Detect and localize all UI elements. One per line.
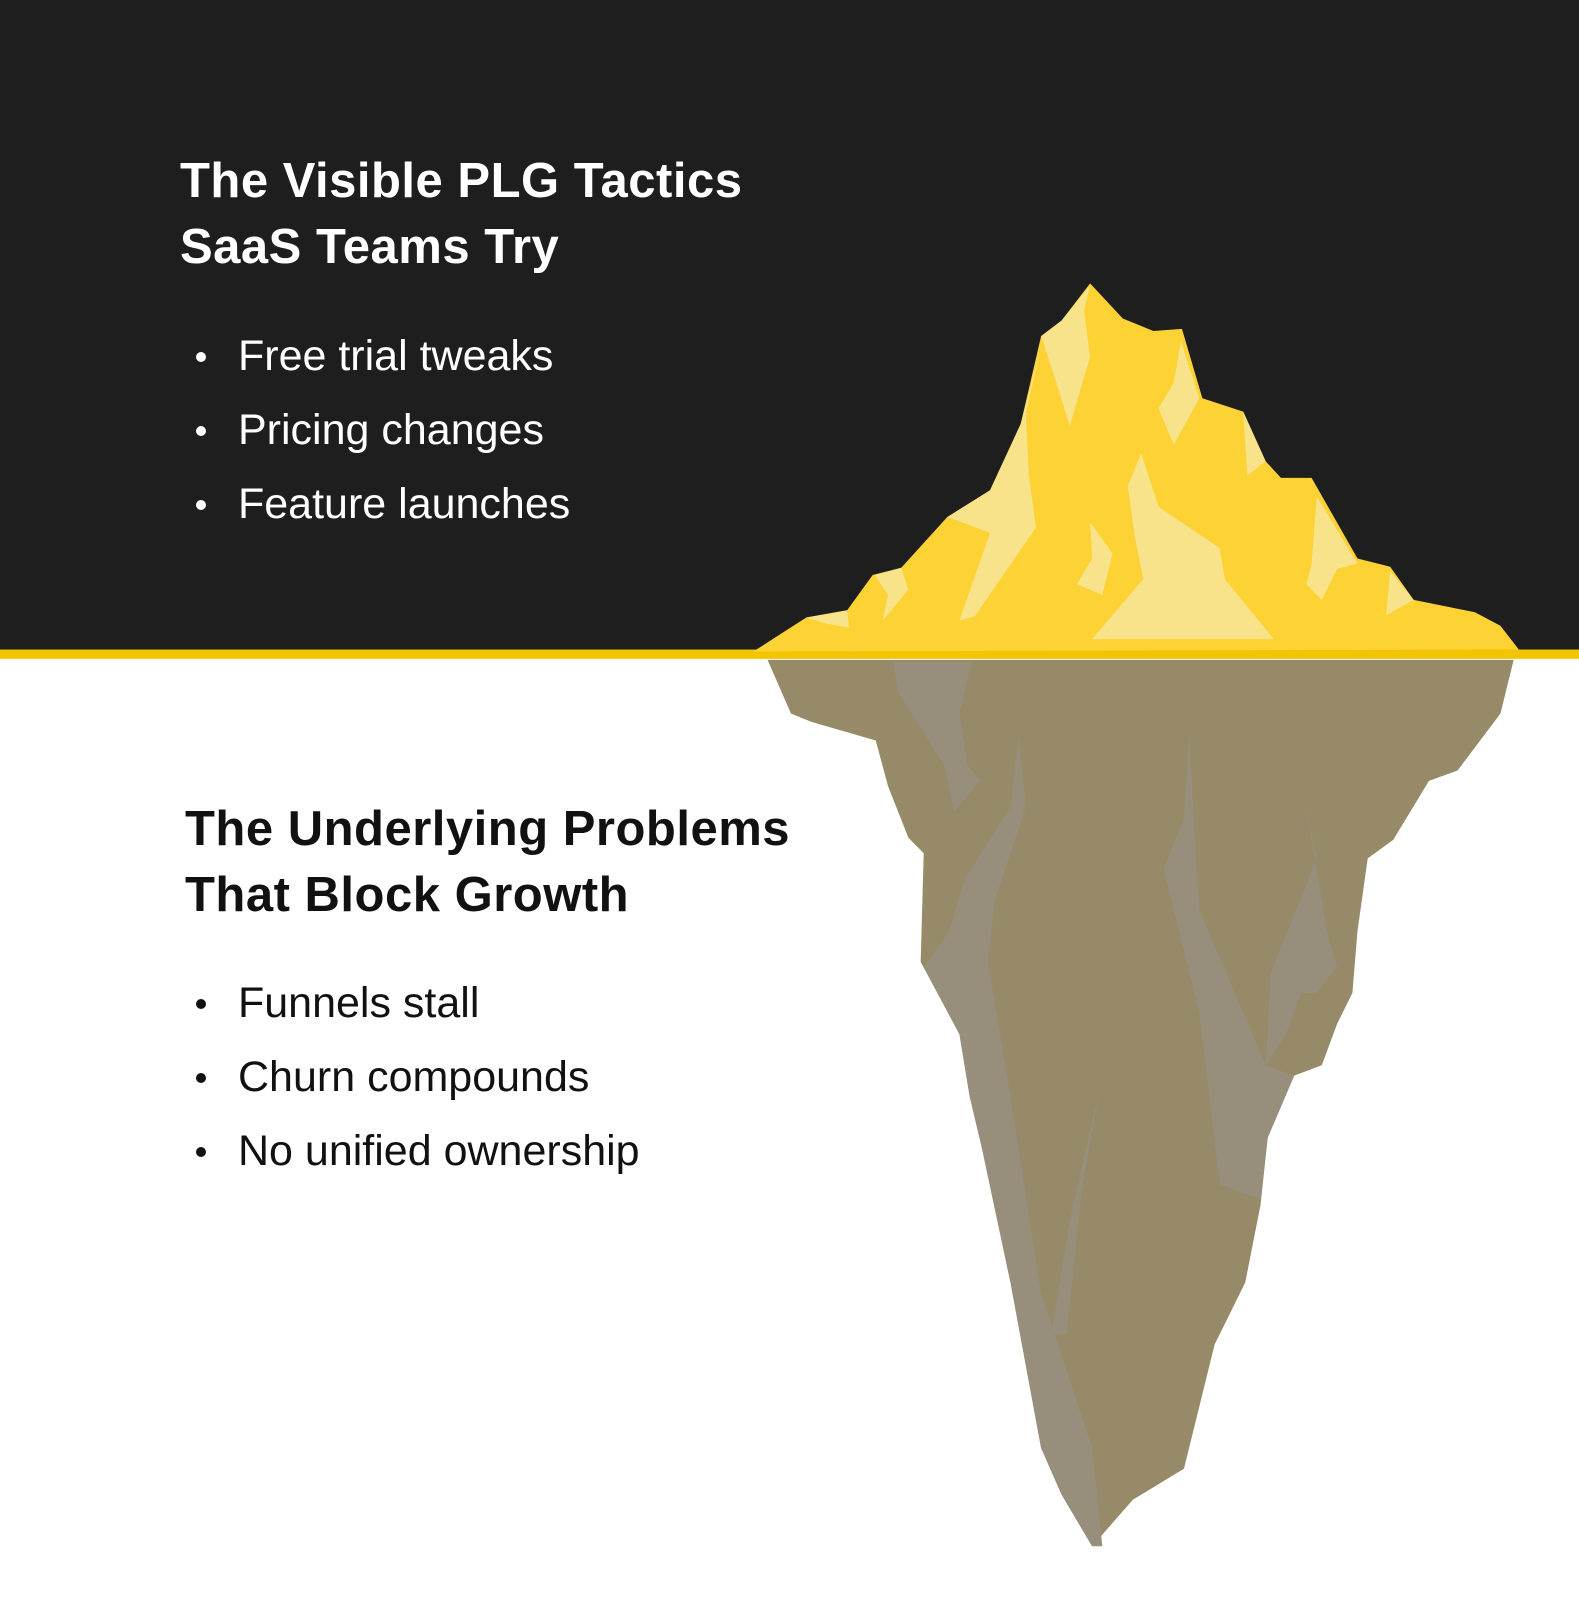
heading-line: The Visible PLG Tactics (180, 154, 743, 208)
list-item: Free trial tweaks (180, 319, 570, 393)
list-item: Feature launches (180, 467, 570, 541)
underlying-problems-list: Funnels stall Churn compounds No unified… (180, 966, 640, 1188)
heading-line: That Block Growth (185, 868, 630, 922)
waterline (0, 649, 1579, 659)
heading-line: SaaS Teams Try (180, 220, 560, 274)
list-item: Pricing changes (180, 393, 570, 467)
heading-line: The Underlying Problems (185, 802, 791, 856)
list-item: Churn compounds (180, 1040, 640, 1114)
iceberg-tip (753, 283, 1519, 652)
visible-tactics-list: Free trial tweaks Pricing changes Featur… (180, 319, 570, 541)
list-item: Funnels stall (180, 966, 640, 1040)
iceberg-underwater (767, 659, 1514, 1547)
list-item: No unified ownership (180, 1114, 640, 1188)
